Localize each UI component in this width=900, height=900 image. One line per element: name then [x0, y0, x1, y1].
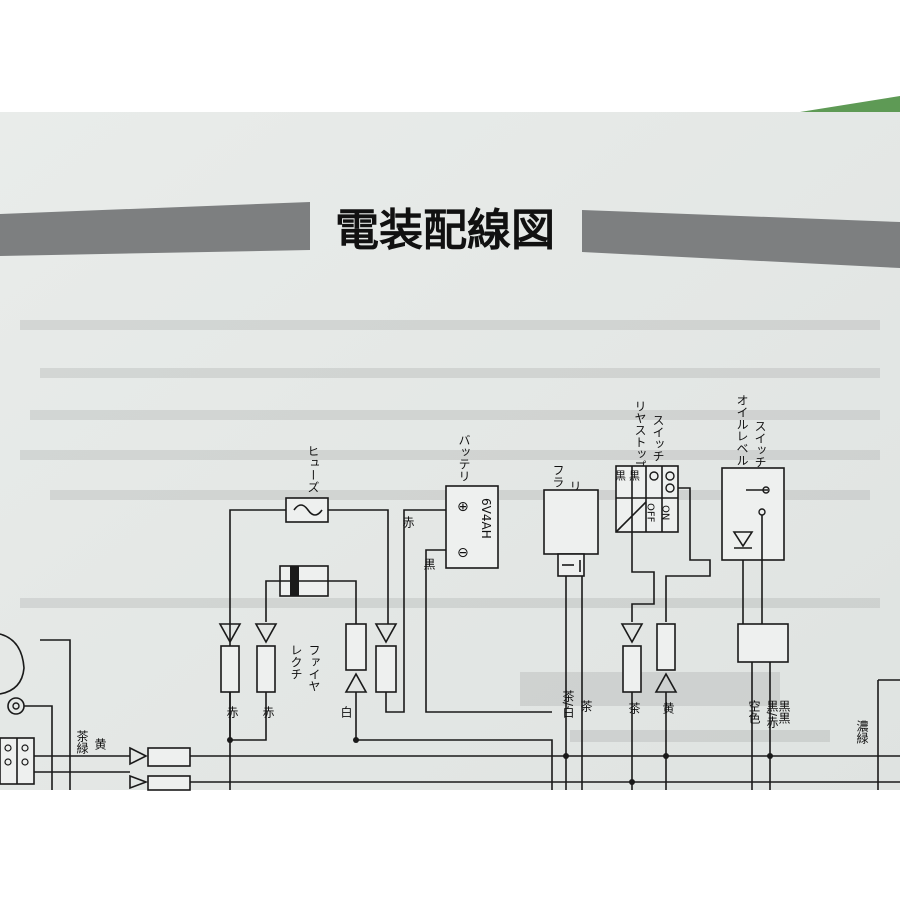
wire-label-dark-green: 濃緑 [855, 720, 869, 744]
paper-page [0, 112, 900, 790]
connector-right-pair [344, 623, 398, 693]
oil-level-label-1: オイルレベル [735, 394, 749, 466]
flasher-box [543, 489, 599, 555]
wire-label-brown-2: 茶 [627, 701, 641, 714]
wire-label-brown-white: 茶/白 [561, 689, 575, 718]
wire-black-battery [425, 549, 552, 713]
connector-left-pair [218, 623, 278, 693]
switch-on: ON [660, 505, 671, 520]
fuse-symbol [293, 504, 323, 516]
wire-white [355, 692, 553, 790]
rear-stop-label-1: リヤストップ [633, 400, 647, 472]
wire-label-black-battery: 黒 [422, 558, 436, 571]
header-bar-left [0, 202, 310, 256]
switch-black-1: 黒 [614, 470, 627, 481]
rear-stop-box [615, 465, 679, 533]
oil-level-switch-group: オイルレベル スイッチ [721, 394, 785, 561]
wire-label-brown-green: 茶緑 [75, 729, 89, 754]
wire-label-yellow: 黄 [661, 702, 675, 715]
switch-black-2: 黒 [628, 470, 641, 481]
page-title: 電装配線図 [335, 205, 555, 256]
wire-label-red-left: 赤 [225, 706, 239, 718]
left-edge-parts [0, 633, 35, 785]
battery-box [445, 485, 499, 569]
battery-minus: ⊖ [457, 545, 469, 561]
rear-stop-label-2: スイッチ [651, 414, 665, 462]
wire-rect-right [328, 580, 357, 624]
oil-level-connector [737, 623, 789, 663]
switch-off: OFF [645, 503, 656, 523]
connector-rear-stop [620, 623, 678, 693]
rectifier-label-1: レクチ [289, 644, 303, 680]
wire-label-white: 白 [339, 705, 353, 718]
battery-plus: ⊕ [457, 499, 469, 515]
battery-rating: 6V4AH [479, 498, 493, 539]
wire-label-brown-green-2: 黄 [93, 738, 107, 751]
wire-rect-left [265, 580, 280, 622]
wire-fuse-right [328, 509, 389, 624]
battery-label: バッテリ [457, 434, 471, 482]
wire-label-sky-color: 空色 [747, 700, 761, 724]
oil-level-box [721, 467, 785, 561]
fuse-label: ヒューズ [306, 445, 320, 493]
rectifier-label-2: ファイヤ [307, 644, 321, 692]
wire-red-battery [385, 509, 446, 713]
wire-label-black-black: 黒黒 [777, 700, 791, 725]
wire-label-brown: 茶 [579, 699, 593, 712]
header-bar-right [582, 210, 900, 268]
oil-level-label-2: スイッチ [753, 420, 767, 468]
flasher-relay-group: フラッシャ リレー [543, 464, 599, 577]
wire-label-red-mid: 赤 [261, 706, 275, 718]
junction-dots [227, 737, 773, 785]
rear-stop-switch-group: リヤストップ スイッチ 黒 黒 OFF ON [614, 400, 679, 533]
wire-label-red-battery: 赤 [401, 516, 415, 528]
bleed-through [20, 320, 880, 742]
rectifier-group: レクチ ファイヤ [279, 565, 329, 692]
fuse-group: ヒューズ [285, 445, 329, 523]
wire-label-black-red: 黒/赤 [765, 700, 779, 728]
battery-group: バッテリ ⊕ ⊖ 6V4AH [445, 434, 499, 569]
